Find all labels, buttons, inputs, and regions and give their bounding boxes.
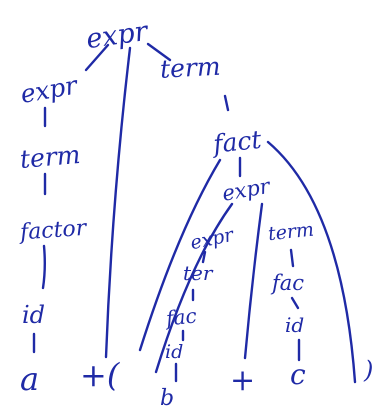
- edge-fact-to-open-paren: [138, 158, 222, 352]
- edge-root-to-left-expr: [84, 43, 110, 72]
- inner-left-expr-label: expr: [188, 223, 237, 254]
- edge-inner-right-fac-to-id: [290, 296, 300, 310]
- edge-left-factor-to-id: [41, 244, 46, 290]
- leaf-a-label: a: [20, 360, 39, 398]
- inner-right-fac-label: fac: [270, 271, 304, 295]
- inner-left-term-label: ter: [183, 261, 214, 285]
- root-expr-label: expr: [84, 16, 151, 56]
- right-fact-label: fact: [210, 125, 264, 159]
- edge-fact-to-close-paren: [266, 140, 357, 384]
- edge-inner-expr-to-plus: [243, 202, 264, 360]
- inner-right-term-label: term: [267, 219, 315, 246]
- edge-root-to-right-term: [146, 42, 172, 62]
- inner-plus-label: +: [230, 363, 255, 398]
- inner-left-fac-label: fac: [163, 303, 198, 330]
- leaf-b-label: b: [160, 386, 174, 409]
- left-expr-label: expr: [18, 70, 81, 109]
- plus-paren-label: +(: [80, 356, 121, 394]
- edge-inner-expr-left: [154, 202, 234, 374]
- leaf-c-label: c: [290, 358, 306, 391]
- edge-inner-right-term-to-fac: [289, 248, 295, 268]
- edge-inner-left-expr-to-ter: [201, 250, 207, 264]
- close-paren-label: ): [363, 356, 373, 384]
- left-term-label: term: [19, 140, 82, 174]
- inner-right-id-label: id: [285, 313, 304, 337]
- right-term-label: term: [159, 52, 221, 84]
- inner-left-id-label: id: [165, 341, 183, 363]
- edge-root-to-plus: [104, 46, 132, 359]
- edge-right-term-to-fact: [223, 94, 230, 112]
- left-factor-label: factor: [17, 216, 88, 246]
- left-id-label: id: [22, 301, 45, 329]
- inner-expr-label: expr: [220, 174, 273, 206]
